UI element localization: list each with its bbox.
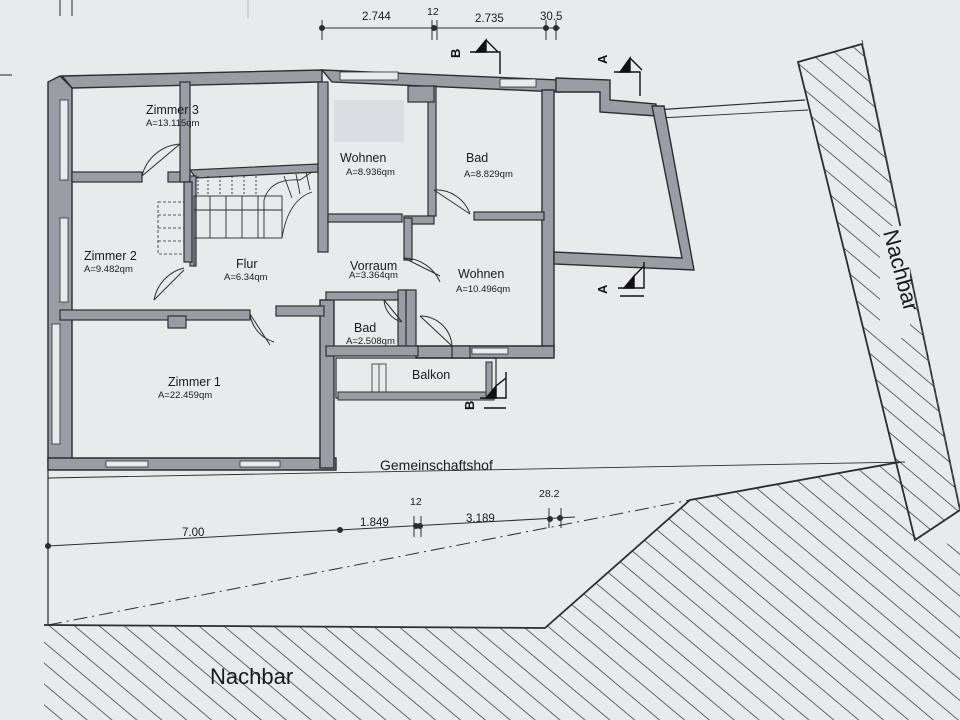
dim-top-1: 2.744 <box>362 11 391 23</box>
room-area-zimmer3: A=13.115qm <box>146 118 200 129</box>
dimension-line-top <box>59 0 560 40</box>
dim-bottom-4: 3.189 <box>466 513 495 525</box>
room-area-zimmer1: A=22.459qm <box>158 390 212 401</box>
courtyard-label: Gemeinschaftshof <box>380 457 493 473</box>
room-area-wohnen-right: A=10.496qm <box>456 284 510 295</box>
section-label-b-bottom: B <box>462 401 477 410</box>
dim-bottom-5: 28.2 <box>539 488 560 500</box>
section-label-b-top: B <box>448 49 463 58</box>
room-area-vorraum: A=3.364qm <box>349 270 398 281</box>
interior-walls <box>59 81 545 359</box>
room-label-zimmer3: Zimmer 3 <box>146 103 199 117</box>
room-area-bad-small: A=2.508qm <box>346 336 395 347</box>
staircase <box>193 171 313 266</box>
neighbour-label-bottom: Nachbar <box>210 664 293 689</box>
room-label-zimmer2: Zimmer 2 <box>84 249 137 263</box>
neighbour-label-bg <box>880 226 910 338</box>
dim-bottom-2: 1.849 <box>360 517 389 529</box>
dim-bottom-1: 7.00 <box>182 527 204 539</box>
room-label-zimmer1: Zimmer 1 <box>168 375 221 389</box>
section-marker-a-top <box>614 55 643 96</box>
dimension-line-bottom <box>45 508 576 549</box>
section-marker-b-bottom <box>480 372 507 409</box>
room-area-wohnen-top: A=8.936qm <box>346 167 395 178</box>
dim-top-3: 2.735 <box>475 13 504 25</box>
dim-bottom-3: 12 <box>410 496 422 508</box>
room-label-bad-small: Bad <box>354 321 376 335</box>
label-backdrop <box>334 100 404 142</box>
room-area-flur: A=6.34qm <box>224 272 268 283</box>
room-label-bad-top: Bad <box>466 151 488 165</box>
balkon-label: Balkon <box>412 368 450 382</box>
room-label-flur: Flur <box>236 257 258 271</box>
section-marker-a-bottom <box>618 262 645 297</box>
room-area-bad-top: A=8.829qm <box>464 169 513 180</box>
closet <box>157 201 185 255</box>
section-label-a-top: A <box>595 54 610 64</box>
door-swings <box>141 143 471 347</box>
section-label-a-bottom: A <box>595 284 610 294</box>
section-marker-b-top <box>470 38 501 74</box>
windows <box>51 71 537 468</box>
neighbour-bottom-area <box>43 461 960 720</box>
room-area-zimmer2: A=9.482qm <box>84 264 133 275</box>
room-label-vorraum: Vorraum <box>350 259 397 273</box>
room-label-wohnen-right: Wohnen <box>458 267 504 281</box>
dim-top-2: 12 <box>427 6 439 18</box>
dim-top-4: 30.5 <box>540 11 562 23</box>
room-label-wohnen-top: Wohnen <box>340 151 386 165</box>
neighbour-right-area <box>796 39 960 542</box>
